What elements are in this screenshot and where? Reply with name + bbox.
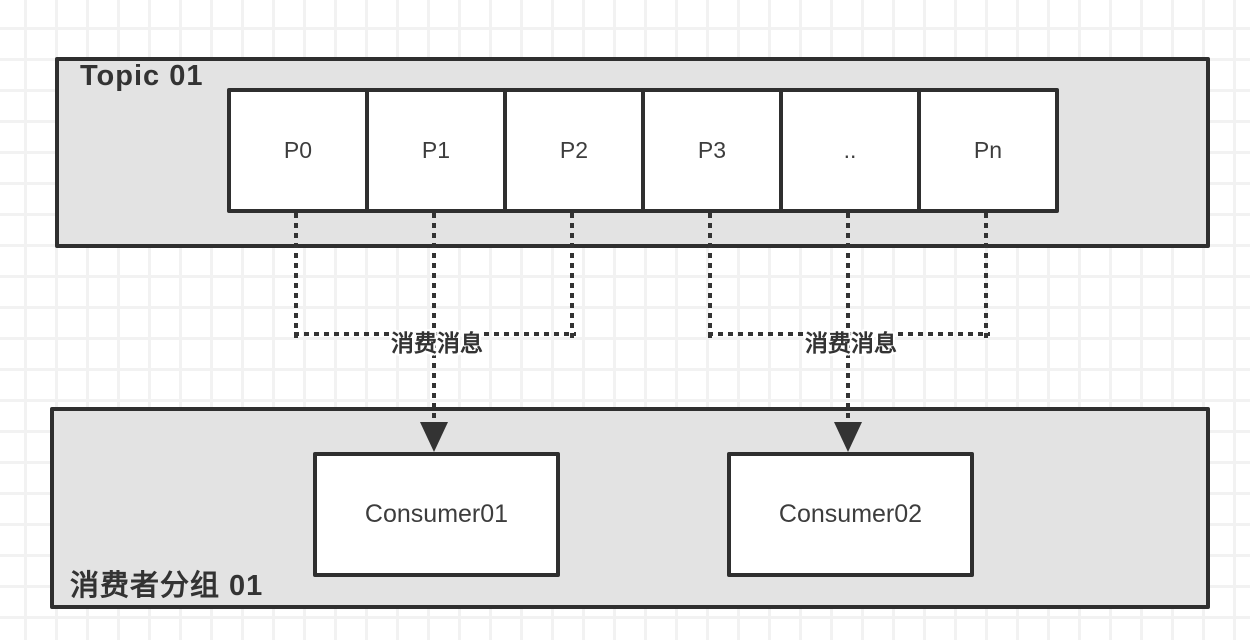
edge-line-p0 [294,213,298,338]
edge-connector-right [708,332,990,336]
consumer-group-title: 消费者分组 01 [70,570,264,602]
partition-box-p3: P3 [641,88,783,213]
edge-connector-left [294,332,576,336]
edge-line-p2 [570,213,574,338]
edge-line-p3 [708,213,712,338]
edge-label-left: 消费消息 [391,330,483,356]
consumer-label: Consumer02 [778,500,923,528]
partition-label: P1 [421,137,451,163]
edge-line-ellipsis [846,213,850,424]
partition-label: P3 [697,137,727,163]
consumer-box-02: Consumer02 [727,452,974,577]
partition-box-p0: P0 [227,88,369,213]
consumer-group-box [50,407,1210,609]
edge-line-p1 [432,213,436,424]
topic-title: Topic 01 [80,60,204,92]
partition-box-pn: Pn [917,88,1059,213]
partition-label: P2 [559,137,589,163]
arrowhead-down-left-icon [420,422,448,452]
partition-box-p2: P2 [503,88,645,213]
partition-label: .. [843,137,857,163]
partition-label: P0 [283,137,313,163]
partition-box-ellipsis: .. [779,88,921,213]
edge-line-pn [984,213,988,338]
consumer-label: Consumer01 [364,500,509,528]
consumer-box-01: Consumer01 [313,452,560,577]
arrowhead-down-right-icon [834,422,862,452]
partition-box-p1: P1 [365,88,507,213]
partition-label: Pn [973,137,1003,163]
edge-label-right: 消费消息 [805,330,897,356]
